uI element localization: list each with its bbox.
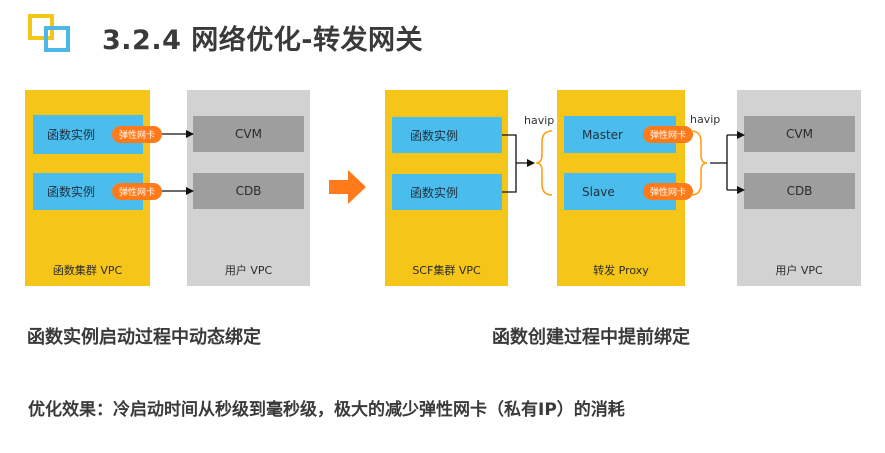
- forward-proxy-label: 转发 Proxy: [593, 264, 649, 277]
- scf-function-instance-2: 函数实例: [392, 174, 502, 210]
- function-cluster-vpc-label: 函数集群 VPC: [52, 264, 123, 277]
- scf-cluster-vpc-label: SCF集群 VPC: [412, 264, 481, 277]
- logo-square-blue: [44, 26, 70, 52]
- cvm-box-right: CVM: [744, 116, 855, 152]
- scf-merge-connector: [502, 134, 517, 193]
- page-title: 3.2.4 网络优化-转发网关: [102, 25, 423, 56]
- function-instance-1-label: 函数实例: [47, 128, 96, 142]
- proxy-slave-eni: 弹性网卡: [643, 183, 693, 200]
- caption-right: 函数创建过程中提前绑定: [492, 327, 690, 348]
- proxy-master-eni: 弹性网卡: [643, 126, 693, 143]
- function-instance-1: 函数实例: [33, 115, 143, 154]
- cdb-box-left: CDB: [193, 173, 304, 209]
- scf-function-instance-1: 函数实例: [392, 117, 502, 153]
- optimization-effect: 优化效果：冷启动时间从秒级到毫秒级，极大的减少弹性网卡（私有IP）的消耗: [28, 400, 625, 420]
- brace-left-icon: [535, 130, 553, 196]
- user-vpc-right-label: 用户 VPC: [775, 264, 823, 277]
- function-instance-2-label: 函数实例: [47, 185, 96, 199]
- havip-label-right: havip: [690, 113, 721, 126]
- eni-badge-1: 弹性网卡: [112, 126, 162, 143]
- brace-right-icon: [690, 130, 708, 196]
- caption-left: 函数实例启动过程中动态绑定: [27, 327, 261, 348]
- user-vpc-left-label: 用户 VPC: [224, 264, 273, 277]
- cvm-box-left: CVM: [193, 116, 304, 152]
- proxy-master: Master: [564, 116, 676, 153]
- transition-arrow-icon: [329, 170, 366, 204]
- eni-badge-2: 弹性网卡: [112, 183, 162, 200]
- havip-label-left: havip: [524, 114, 555, 127]
- cdb-box-right: CDB: [744, 173, 855, 209]
